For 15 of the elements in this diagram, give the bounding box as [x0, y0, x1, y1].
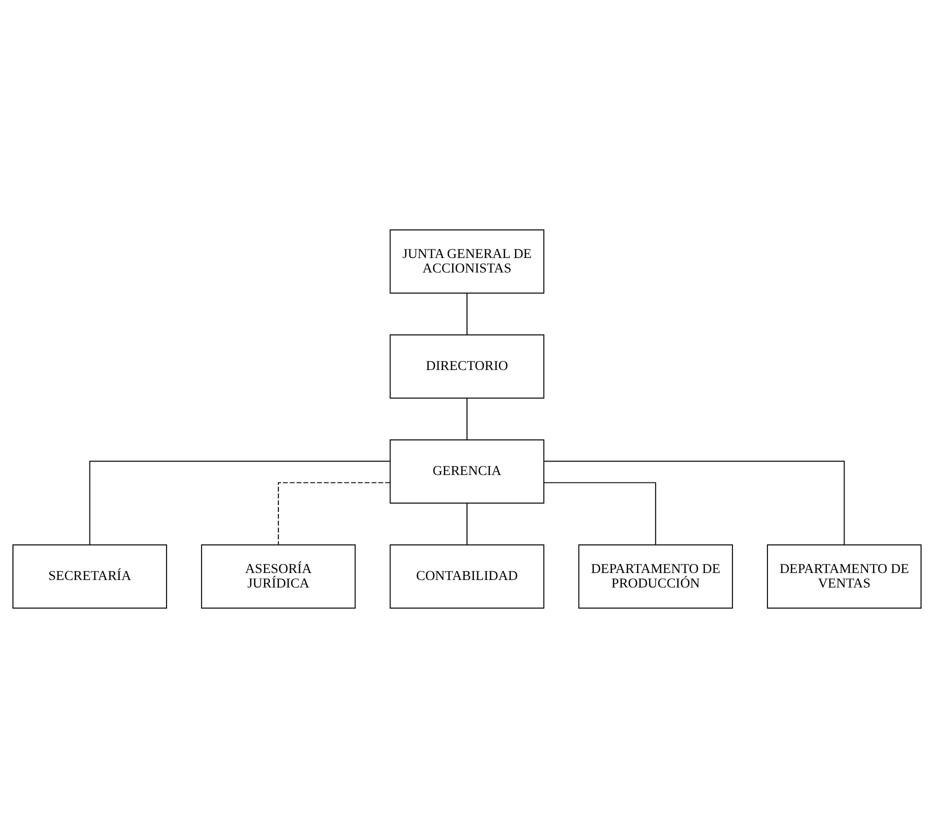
- connector: [278, 482, 390, 546]
- node-box: DIRECTORIO: [390, 334, 544, 399]
- connector: [466, 292, 468, 336]
- node-box: ASESORÍA JURÍDICA: [201, 544, 356, 609]
- connector: [466, 502, 468, 546]
- connector: [89, 460, 390, 546]
- node-box: CONTABILIDAD: [390, 544, 544, 609]
- connector: [544, 482, 656, 546]
- node-box: JUNTA GENERAL DE ACCIONISTAS: [390, 229, 544, 294]
- node-box: DEPARTAMENTO DE VENTAS: [766, 544, 922, 609]
- node-box: GERENCIA: [390, 439, 544, 504]
- connector: [466, 398, 468, 440]
- node-box: SECRETARÍA: [12, 544, 168, 609]
- node-box: DEPARTAMENTO DE PRODUCCIÓN: [578, 544, 733, 609]
- connector: [544, 460, 845, 546]
